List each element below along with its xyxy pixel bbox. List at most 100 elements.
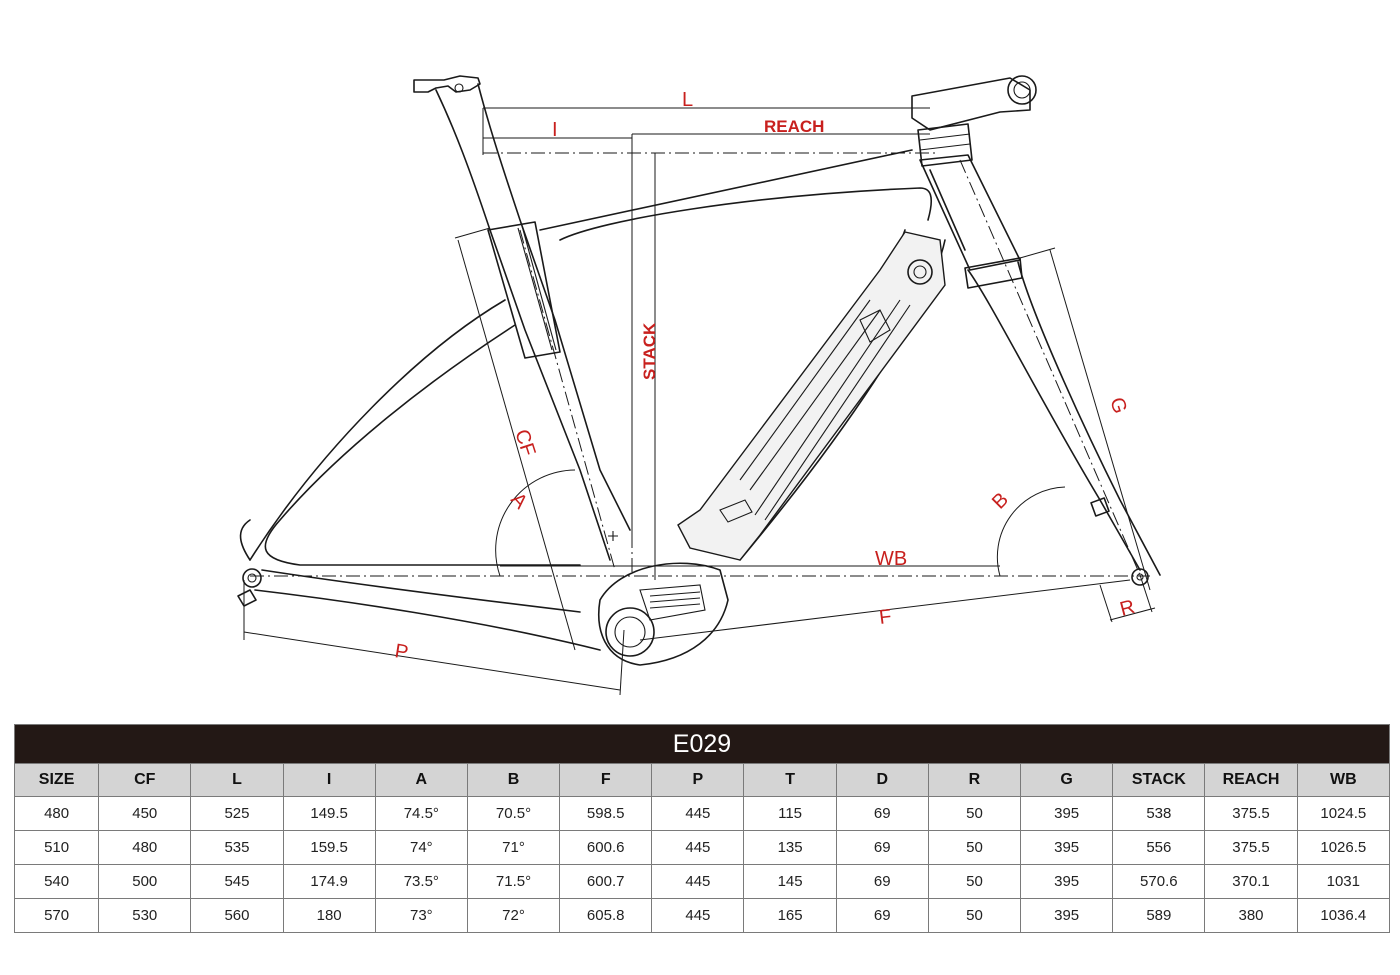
- table-cell: 445: [651, 864, 745, 899]
- label-reach: REACH: [764, 117, 824, 136]
- column-header: REACH: [1204, 763, 1298, 797]
- table-cell: 70.5°: [466, 796, 561, 831]
- table-cell: 545: [190, 864, 284, 899]
- table-cell: 50: [927, 864, 1022, 899]
- table-cell: 445: [651, 796, 745, 831]
- table-cell: 556: [1112, 830, 1206, 865]
- table-cell: 73.5°: [374, 864, 468, 899]
- table-cell: 50: [927, 898, 1022, 933]
- table-cell: 600.7: [559, 864, 653, 899]
- table-cell: 450: [98, 796, 192, 831]
- table-cell: 69: [835, 898, 929, 933]
- table-title-row: E029: [14, 724, 1390, 764]
- table-cell: 560: [190, 898, 284, 933]
- table-cell: 525: [190, 796, 284, 831]
- column-header: I: [282, 763, 376, 797]
- table-cell: 72°: [466, 898, 561, 933]
- table-cell: 570.6: [1112, 864, 1206, 899]
- bike-frame: [237, 75, 1161, 666]
- label-wb: WB: [875, 548, 907, 570]
- table-cell: 1036.4: [1296, 898, 1391, 933]
- column-header: L: [190, 763, 284, 797]
- table-cell: 69: [835, 864, 929, 899]
- table-cell: 480: [98, 830, 192, 865]
- column-header: SIZE: [13, 763, 100, 797]
- column-header: CF: [98, 763, 192, 797]
- table-cell: 380: [1204, 898, 1298, 933]
- table-cell: 115: [743, 796, 837, 831]
- column-header: P: [651, 763, 745, 797]
- dimension-labels: L I REACH STACK CF A B G WB F P R: [393, 89, 1137, 664]
- column-header: A: [374, 763, 468, 797]
- table-cell: 375.5: [1204, 830, 1298, 865]
- table-cell: 538: [1112, 796, 1206, 831]
- battery-pack: [677, 231, 946, 561]
- table-cell: 69: [835, 796, 929, 831]
- table-cell: 600.6: [559, 830, 653, 865]
- table-cell: 1031: [1296, 864, 1391, 899]
- column-header: F: [559, 763, 653, 797]
- label-p: P: [393, 640, 410, 664]
- table-cell: 598.5: [559, 796, 653, 831]
- table-cell: 395: [1020, 898, 1114, 933]
- table-cell: 1024.5: [1296, 796, 1391, 831]
- column-header: WB: [1296, 763, 1391, 797]
- label-r: R: [1118, 596, 1138, 621]
- label-i: I: [552, 119, 558, 141]
- table-cell: 395: [1020, 830, 1114, 865]
- table-cell: 145: [743, 864, 837, 899]
- table-cell: 375.5: [1204, 796, 1298, 831]
- table-cell: 149.5: [282, 796, 376, 831]
- column-header: G: [1020, 763, 1114, 797]
- table-cell: 71.5°: [466, 864, 561, 899]
- table-cell: 510: [13, 830, 100, 865]
- table-cell: 605.8: [559, 898, 653, 933]
- table-cell: 445: [651, 898, 745, 933]
- table-cell: 74.5°: [374, 796, 468, 831]
- label-g: G: [1105, 395, 1131, 417]
- table-cell: 50: [927, 796, 1022, 831]
- table-cell: 500: [98, 864, 192, 899]
- dimension-lines: [243, 107, 1156, 696]
- table-cell: 1026.5: [1296, 830, 1391, 865]
- table-title: E029: [14, 724, 1390, 764]
- label-b: B: [988, 489, 1013, 514]
- column-header: R: [927, 763, 1022, 797]
- table-cell: 73°: [374, 898, 468, 933]
- table-cell: 50: [927, 830, 1022, 865]
- table-cell: 530: [98, 898, 192, 933]
- label-a: A: [506, 489, 532, 514]
- table-cell: 589: [1112, 898, 1206, 933]
- table-cell: 540: [13, 864, 100, 899]
- column-header: T: [743, 763, 837, 797]
- label-l: L: [682, 89, 693, 111]
- table-cell: 535: [190, 830, 284, 865]
- table-cell: 395: [1020, 864, 1114, 899]
- column-header: B: [466, 763, 561, 797]
- table-cell: 135: [743, 830, 837, 865]
- table-cell: 71°: [466, 830, 561, 865]
- table-cell: 570: [13, 898, 100, 933]
- table-cell: 74°: [374, 830, 468, 865]
- column-header: D: [835, 763, 929, 797]
- table-cell: 69: [835, 830, 929, 865]
- table-cell: 174.9: [282, 864, 376, 899]
- table-cell: 370.1: [1204, 864, 1298, 899]
- label-stack: STACK: [640, 322, 659, 380]
- label-cf: CF: [510, 427, 539, 459]
- column-header: STACK: [1112, 763, 1206, 797]
- table-cell: 395: [1020, 796, 1114, 831]
- label-f: F: [878, 606, 893, 629]
- table-cell: 445: [651, 830, 745, 865]
- table-cell: 159.5: [282, 830, 376, 865]
- bike-frame-geometry-diagram: L I REACH STACK CF A B G WB F P R: [237, 75, 1161, 696]
- table-cell: 480: [13, 796, 100, 831]
- table-cell: 180: [282, 898, 376, 933]
